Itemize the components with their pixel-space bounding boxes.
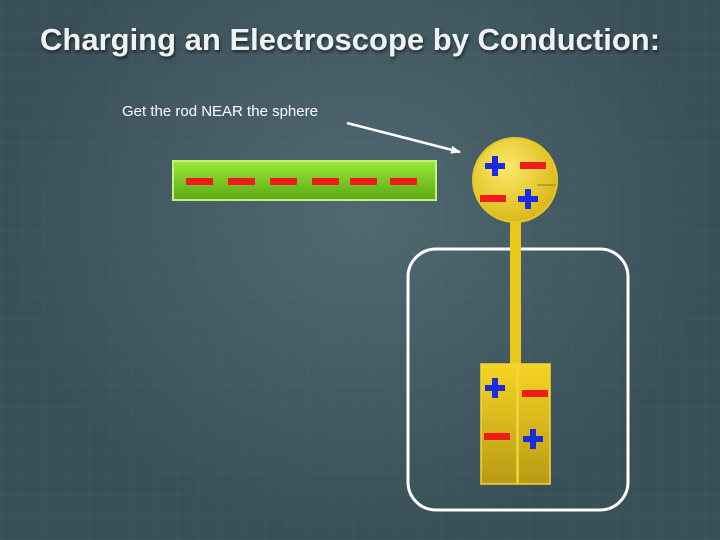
negative-charge [228,178,255,185]
charged-rod [172,160,437,201]
electroscope-stem [510,218,521,368]
negative-charge [350,178,377,185]
pointer-arrow [346,121,461,154]
slide-title: Charging an Electroscope by Conduction: [40,22,661,57]
positive-charge [518,189,538,209]
negative-charge [480,195,506,202]
negative-charge [520,162,546,169]
negative-charge [522,390,548,397]
electroscope-leaves [480,363,551,485]
positive-charge [485,156,505,176]
rod-caption: Get the rod NEAR the sphere [122,103,318,120]
negative-charge [484,433,510,440]
negative-charge [312,178,339,185]
positive-charge [485,378,505,398]
negative-charge [390,178,417,185]
negative-charge [186,178,213,185]
electroscope-sphere [472,137,558,223]
positive-charge [523,429,543,449]
negative-charge [270,178,297,185]
